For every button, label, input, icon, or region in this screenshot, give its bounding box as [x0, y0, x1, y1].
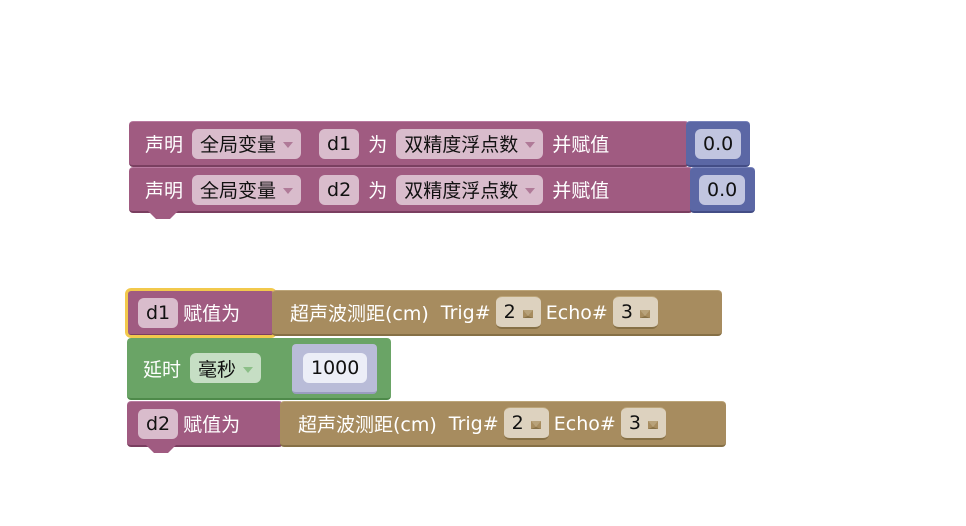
chevron-down-icon	[525, 188, 536, 194]
type-dropdown[interactable]: 双精度浮点数	[396, 174, 544, 205]
delay-value-field[interactable]: 1000	[303, 353, 368, 383]
trig-label: Trig#	[448, 412, 499, 435]
number-value-block[interactable]: 1000	[292, 344, 377, 394]
declare-global-d1-block[interactable]: 声明 全局变量 d1 为 双精度浮点数 并赋值	[129, 121, 689, 167]
chevron-down-icon	[639, 309, 650, 318]
assign-label: 并赋值	[552, 134, 610, 156]
echo-label: Echo#	[545, 301, 608, 324]
echo-label: Echo#	[553, 412, 616, 435]
chevron-down-icon	[647, 420, 658, 429]
as-label: 为	[368, 134, 388, 156]
delay-label: 延时	[143, 358, 182, 381]
trig-label: Trig#	[440, 301, 491, 324]
assign-label: 并赋值	[552, 180, 610, 202]
number-value-block[interactable]: 0.0	[690, 167, 755, 213]
variable-getter-d2[interactable]: d2	[138, 408, 179, 439]
ultrasonic-distance-block[interactable]: 超声波测距(cm) Trig# 2 Echo# 3	[272, 290, 722, 336]
ultrasonic-label: 超声波测距(cm)	[298, 414, 437, 436]
variable-getter-d1[interactable]: d1	[138, 297, 179, 328]
number-value-block[interactable]: 0.0	[686, 121, 750, 167]
chevron-down-icon	[283, 142, 294, 148]
ultrasonic-distance-block[interactable]: 超声波测距(cm) Trig# 2 Echo# 3	[280, 401, 726, 447]
chevron-down-icon	[525, 142, 536, 148]
assign-d2-block[interactable]: d2 赋值为	[127, 401, 283, 447]
delay-unit-dropdown[interactable]: 毫秒	[190, 353, 262, 383]
declare-keyword: 声明	[145, 180, 184, 202]
assign-to-label: 赋值为	[183, 303, 241, 325]
variable-name-field[interactable]: d1	[319, 128, 360, 159]
next-connector-notch	[148, 211, 178, 219]
echo-pin-dropdown[interactable]: 3	[620, 407, 666, 440]
chevron-down-icon	[283, 188, 294, 194]
declare-global-d2-block[interactable]: 声明 全局变量 d2 为 双精度浮点数 并赋值	[129, 167, 693, 213]
variable-name-field[interactable]: d2	[319, 174, 360, 205]
type-dropdown[interactable]: 双精度浮点数	[396, 128, 544, 159]
chevron-down-icon	[243, 366, 254, 373]
as-label: 为	[368, 180, 388, 202]
number-field[interactable]: 0.0	[695, 128, 742, 159]
ultrasonic-label: 超声波测距(cm)	[290, 303, 429, 325]
number-field[interactable]: 0.0	[699, 174, 746, 205]
chevron-down-icon	[530, 420, 541, 429]
assign-to-label: 赋值为	[183, 414, 241, 436]
trig-pin-dropdown[interactable]: 2	[495, 296, 541, 329]
trig-pin-dropdown[interactable]: 2	[503, 407, 549, 440]
echo-pin-dropdown[interactable]: 3	[612, 296, 658, 329]
scope-dropdown[interactable]: 全局变量	[192, 128, 302, 159]
declare-keyword: 声明	[145, 134, 184, 156]
chevron-down-icon	[522, 309, 533, 318]
next-connector-notch	[146, 445, 176, 453]
assign-d1-block[interactable]: d1 赋值为	[125, 288, 277, 338]
scope-dropdown[interactable]: 全局变量	[192, 174, 302, 205]
